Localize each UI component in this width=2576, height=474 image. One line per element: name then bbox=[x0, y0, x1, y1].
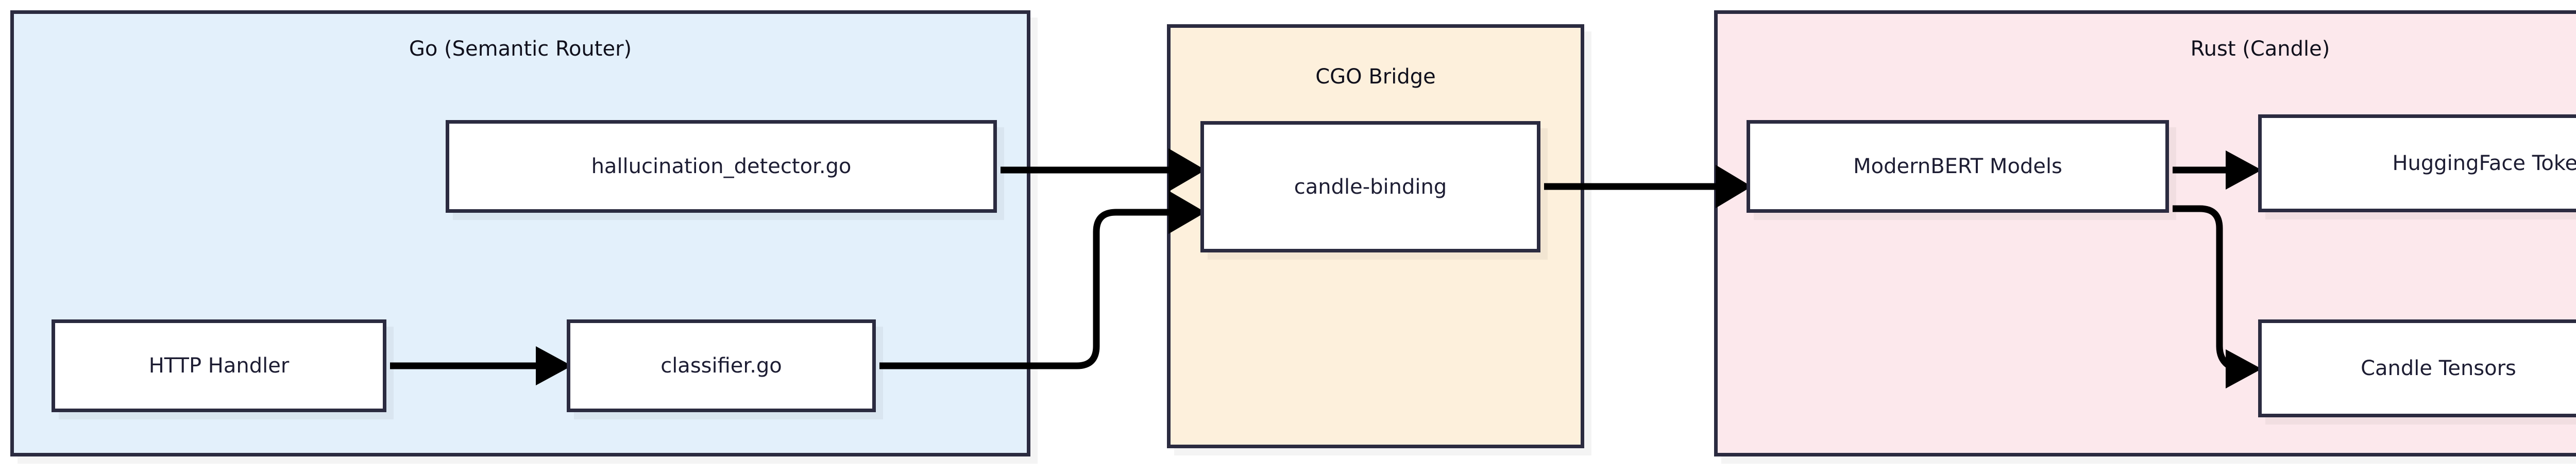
node-candle-tensors[interactable]: Candle Tensors bbox=[2258, 319, 2576, 417]
subgraph-title-rust: Rust (Candle) bbox=[2190, 37, 2330, 61]
node-huggingface-tokenizers[interactable]: HuggingFace Tokenizers bbox=[2258, 114, 2576, 212]
node-candle-binding[interactable]: candle-binding bbox=[1200, 121, 1540, 252]
node-http-handler[interactable]: HTTP Handler bbox=[52, 319, 386, 412]
subgraph-title-cgo: CGO Bridge bbox=[1315, 65, 1436, 89]
subgraph-title-go: Go (Semantic Router) bbox=[409, 37, 632, 61]
node-modernbert-models[interactable]: ModernBERT Models bbox=[1747, 120, 2169, 213]
node-classifier[interactable]: classifier.go bbox=[567, 319, 876, 412]
node-hallucination-detector[interactable]: hallucination_detector.go bbox=[446, 120, 997, 213]
